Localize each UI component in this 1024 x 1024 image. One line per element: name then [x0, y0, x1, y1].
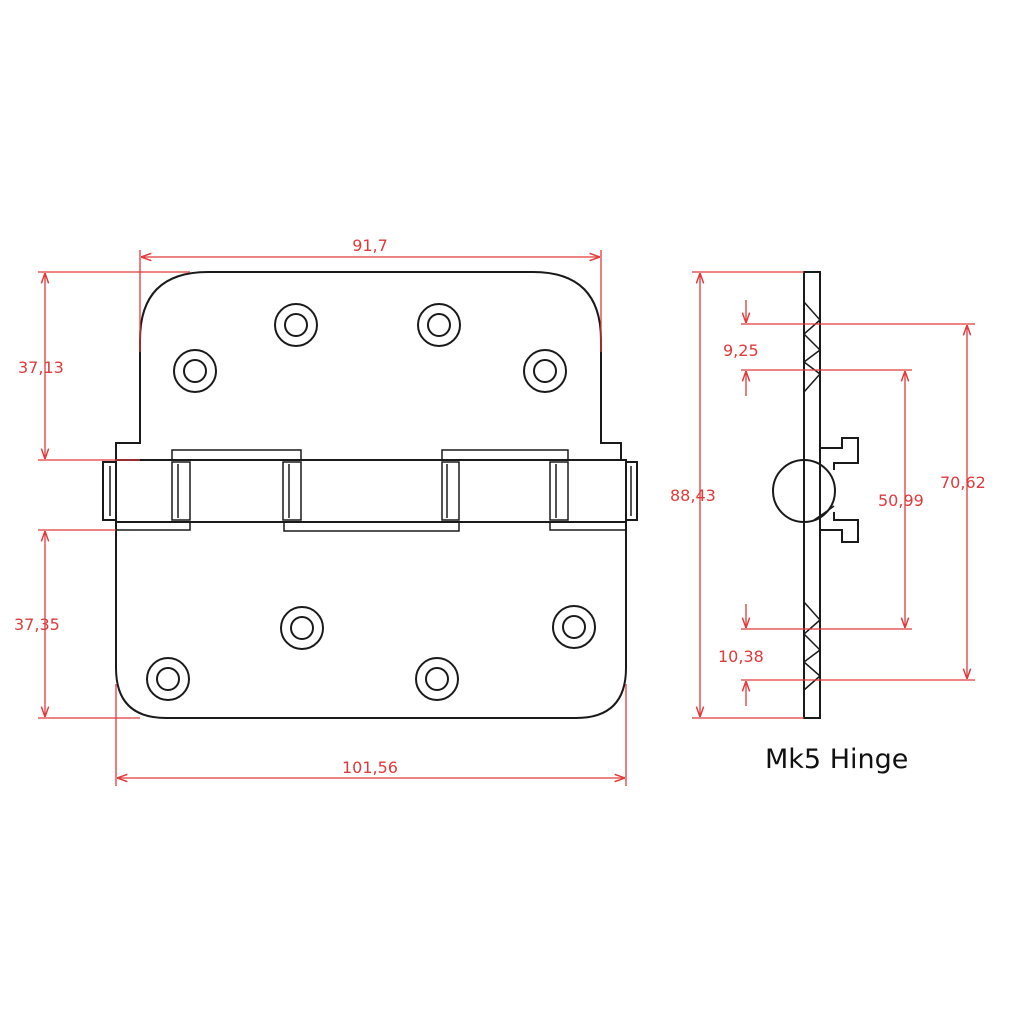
dim-bottom-height: 37,35: [14, 615, 60, 634]
knuckle-slot-4: [549, 461, 569, 521]
front-view: [102, 271, 638, 719]
screw-hole: [523, 349, 567, 393]
screw-hole: [173, 349, 217, 393]
countersink-upper: [802, 301, 822, 393]
knuckle-slot-3: [441, 461, 460, 521]
dim-upper-hole-pitch: 9,25: [723, 341, 759, 360]
dim-overall-width: 101,56: [342, 758, 398, 777]
knuckle-slot-2: [282, 461, 302, 521]
side-barrel: [772, 459, 836, 523]
knuckle-top-2: [441, 449, 569, 460]
bottom-leaf: [115, 522, 627, 719]
knuckle-bottom-3: [549, 522, 627, 531]
top-leaf: [115, 271, 622, 461]
screw-hole: [415, 657, 459, 701]
screw-holes: [146, 303, 596, 701]
countersink-lower: [802, 601, 822, 691]
dim-outer-hole-span: 70,62: [940, 473, 986, 492]
knuckle-bottom-1: [115, 522, 191, 531]
knuckle-bottom-2: [283, 522, 460, 532]
screw-hole: [274, 303, 318, 347]
pin-cap-left: [102, 461, 117, 521]
knuckle-top-1: [171, 449, 302, 460]
screw-hole: [552, 605, 596, 649]
side-dimensions: 88,43 9,25 70,62 50,99 10,38: [670, 271, 986, 719]
bracket-top: [820, 437, 859, 470]
screw-hole: [146, 657, 190, 701]
side-view: [772, 271, 859, 719]
drawing-title: Mk5 Hinge: [765, 744, 908, 775]
bracket-bottom: [820, 512, 859, 543]
screw-hole: [280, 606, 324, 650]
dim-top-height: 37,13: [18, 358, 64, 377]
dim-overall-height: 88,43: [670, 486, 716, 505]
screw-hole: [417, 303, 461, 347]
pin-cap-right: [625, 461, 638, 521]
dim-top-width: 91,7: [352, 236, 388, 255]
dim-lower-hole-pitch: 10,38: [718, 647, 764, 666]
dim-inner-hole-span: 50,99: [878, 491, 924, 510]
knuckle-slot-1: [171, 461, 191, 521]
side-plate: [803, 271, 821, 719]
front-dimensions: 91,7 37,13 37,35 101,56: [14, 236, 627, 786]
